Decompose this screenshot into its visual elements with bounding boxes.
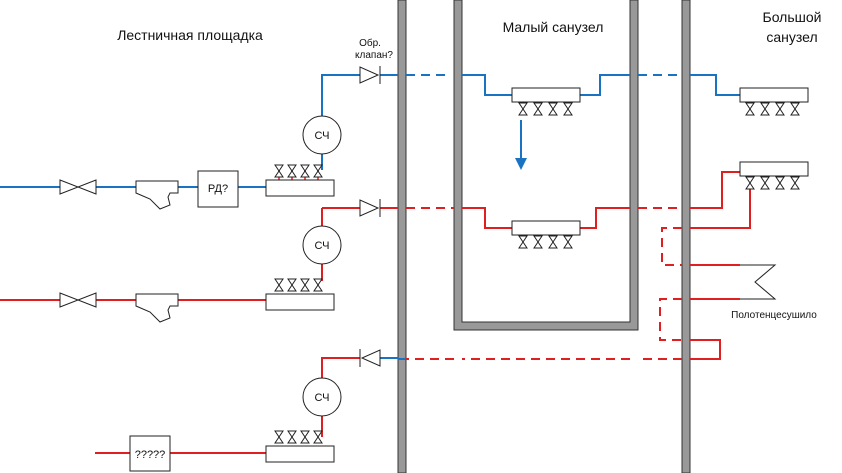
hot-to-big-manifold xyxy=(690,171,740,209)
cold-riser-top xyxy=(321,74,360,116)
check-valve-icon xyxy=(359,199,381,217)
meter-2-label: СЧ xyxy=(315,240,330,252)
wall-left xyxy=(397,0,407,473)
towel-dryer-icon xyxy=(740,264,777,300)
meter-3-label: СЧ xyxy=(315,392,330,404)
big-bathroom-label-line1: Большой xyxy=(763,9,822,25)
check-valve-icon xyxy=(359,349,381,367)
unknown-device-label: ????? xyxy=(135,449,166,461)
ball-valve-icon xyxy=(59,179,97,195)
manifold-icon xyxy=(265,430,335,463)
strainer-icon xyxy=(135,180,179,210)
cold-to-big-manifold xyxy=(690,74,740,96)
towel-dryer-label: Полотенцесушило xyxy=(731,310,817,321)
return-riser-top xyxy=(321,357,360,378)
check-valve-label-line2: клапан? xyxy=(355,50,393,61)
walls xyxy=(397,0,691,473)
flow-arrow-icon xyxy=(515,120,527,170)
manifold-icon xyxy=(265,164,335,197)
hot-riser xyxy=(321,207,360,226)
manifold-icon xyxy=(511,220,581,249)
pressure-regulator-box xyxy=(197,170,239,208)
hot-return-loop xyxy=(690,339,721,360)
meter-1-label: СЧ xyxy=(315,130,330,142)
hot-big-tap-drop xyxy=(690,188,751,229)
wall-right xyxy=(681,0,691,473)
water-meter-icon: СЧ xyxy=(302,377,342,417)
check-valve-label-line1: Обр. xyxy=(359,37,381,49)
manifold-icon xyxy=(265,278,335,311)
ball-valve-icon xyxy=(59,292,97,308)
manifold-icon xyxy=(739,87,809,116)
cold-small-right xyxy=(580,74,630,96)
hot-to-small-manifold xyxy=(462,207,512,229)
small-bathroom-label: Малый санузел xyxy=(503,19,604,35)
water-meter-icon: СЧ xyxy=(302,225,342,265)
water-meter-icon: СЧ xyxy=(302,115,342,155)
big-bathroom-label-line2: санузел xyxy=(766,29,817,45)
unknown-device-box xyxy=(129,435,171,472)
cold-to-small-manifold xyxy=(462,74,512,96)
manifold-icon xyxy=(739,161,809,190)
hot-small-right xyxy=(580,207,630,229)
hot-water-lines xyxy=(0,171,751,454)
pressure-regulator-label: РД? xyxy=(208,183,228,195)
cold-water-lines xyxy=(0,74,740,188)
hot-dashed-return xyxy=(659,298,682,341)
hot-dashed-loop xyxy=(661,227,682,266)
small-bathroom-wall xyxy=(453,0,639,331)
manifold-icon xyxy=(511,87,581,116)
strainer-icon xyxy=(135,293,179,323)
landing-label: Лестничная площадка xyxy=(117,27,263,43)
check-valve-icon xyxy=(359,66,381,84)
